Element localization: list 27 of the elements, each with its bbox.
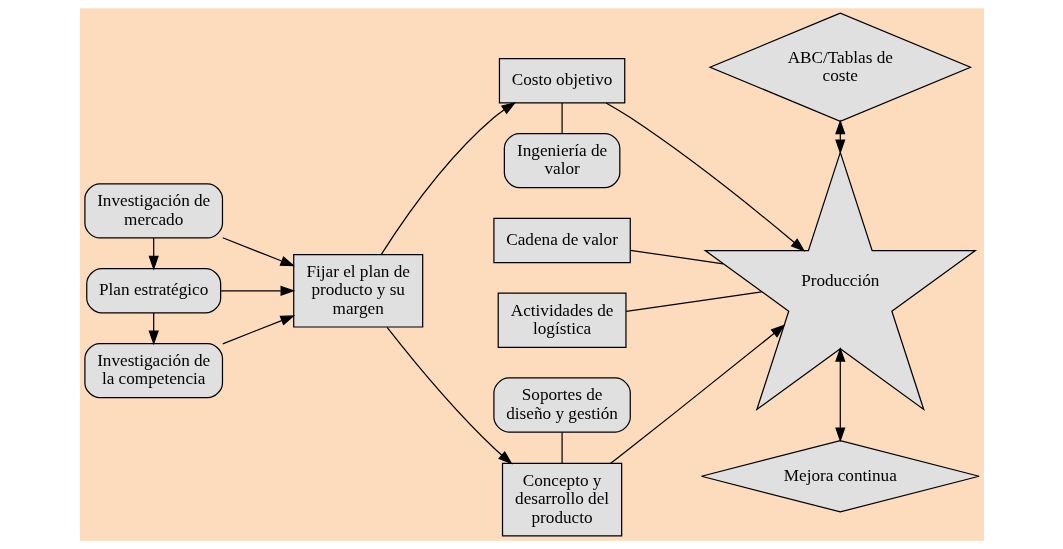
node-box: Ingeniería de valor (503, 132, 620, 189)
connector (629, 249, 724, 265)
connector (560, 431, 563, 464)
node-box: Plan estratégico (85, 268, 221, 314)
node-box: Costo objetivo (498, 58, 625, 104)
connector (625, 291, 762, 312)
arrow (604, 102, 805, 252)
node-box: Actividades de logística (497, 292, 627, 348)
arrow (221, 315, 295, 345)
node-diamond: Mejora continua (700, 440, 980, 513)
node-box: Concepto y desarrollo del producto (501, 462, 622, 537)
arrow (221, 237, 295, 267)
arrow (609, 324, 785, 464)
connector (560, 102, 563, 135)
node-box: Investigación de mercado (83, 183, 223, 239)
arrow (386, 326, 513, 465)
node-diamond: ABC/Tablas de coste (708, 12, 972, 122)
arrow (148, 237, 159, 271)
arrow (834, 119, 845, 155)
arrow (834, 346, 845, 443)
node-box: Soportes de diseño y gestión (492, 377, 631, 433)
node-box: Cadena de valor (492, 217, 631, 264)
arrow (219, 285, 295, 296)
node-box: Investigación de la competencia (83, 342, 223, 399)
node-box: Fijar el plan de producto y su margen (292, 253, 423, 328)
arrow (148, 312, 159, 346)
arrow (380, 101, 516, 256)
